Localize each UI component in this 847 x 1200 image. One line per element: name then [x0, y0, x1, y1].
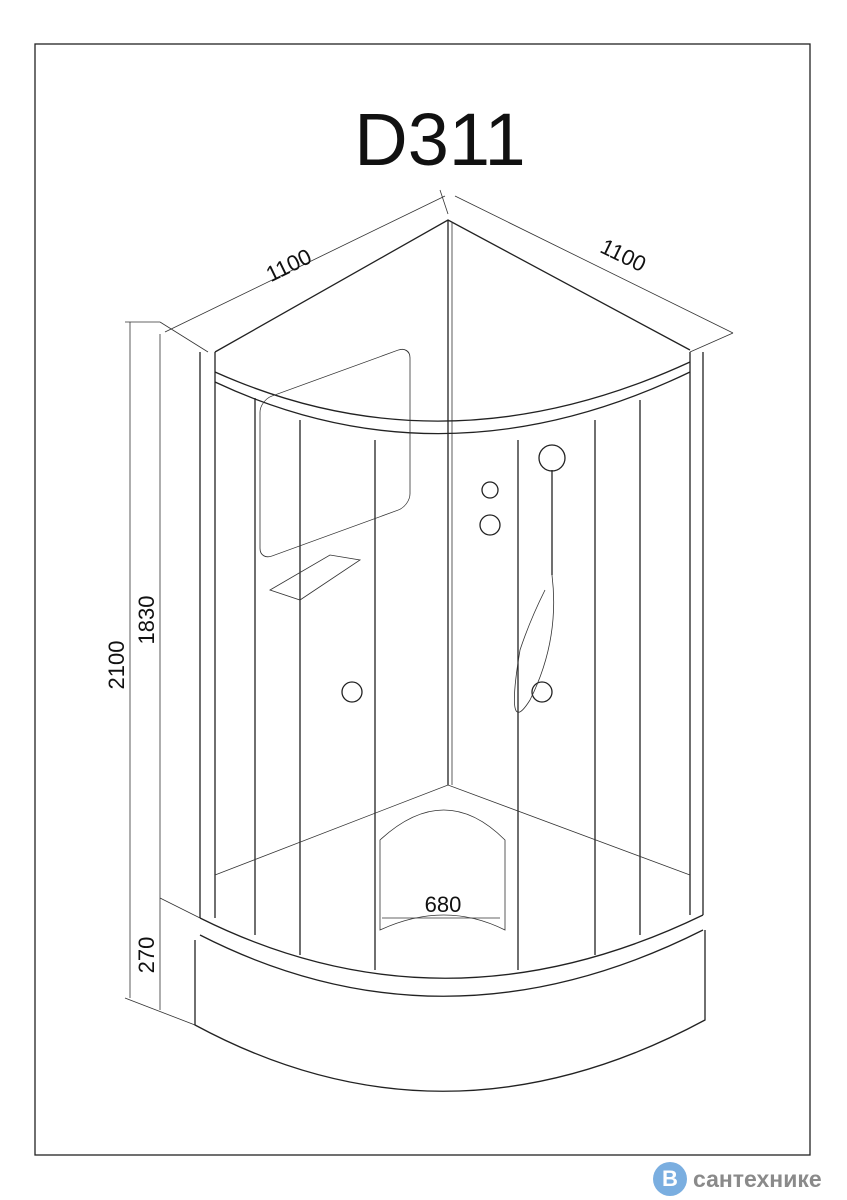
door-knob-left: [341, 681, 363, 703]
svg-text:680: 680: [425, 892, 462, 917]
shelf: [269, 554, 362, 601]
watermark-text: сантехнике: [693, 1165, 822, 1192]
dimension-width-right: 1100: [454, 195, 734, 353]
shower-hose: [513, 574, 555, 713]
frame-border: [34, 43, 811, 1156]
dimension-width-left: 1100: [159, 189, 449, 353]
dimension-door-opening: 680: [382, 892, 500, 919]
dimension-tray-height: 270: [124, 898, 196, 1026]
cabin-outline: [194, 219, 706, 1092]
svg-text:270: 270: [134, 937, 159, 974]
dimension-cabin-height: 1830: [134, 334, 201, 919]
shower-head: [538, 444, 566, 472]
watermark-logo: B сантехнике: [653, 1162, 822, 1196]
svg-text:1100: 1100: [262, 244, 315, 287]
svg-text:1100: 1100: [597, 234, 650, 277]
svg-text:2100: 2100: [104, 641, 129, 690]
dimension-total-height: 2100: [104, 321, 160, 998]
watermark-badge: B: [653, 1162, 687, 1196]
door-knob-right: [531, 681, 553, 703]
model-title: D311: [354, 98, 525, 181]
svg-text:1830: 1830: [134, 596, 159, 645]
